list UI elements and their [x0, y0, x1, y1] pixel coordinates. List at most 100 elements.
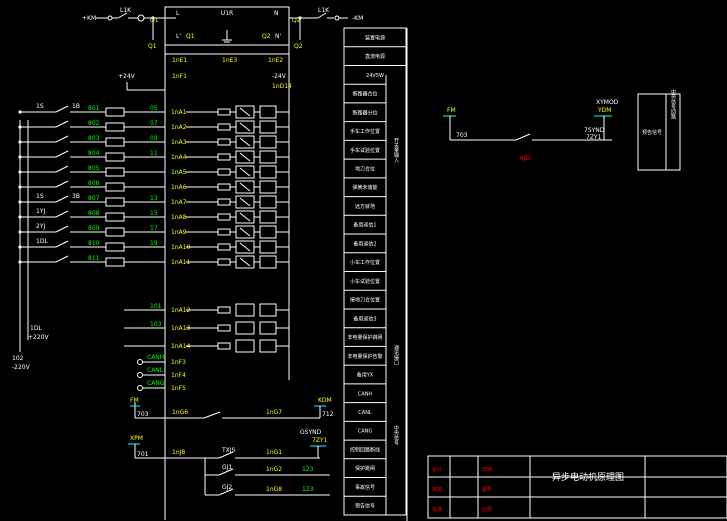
input-row-2-opto-diag — [239, 137, 251, 147]
input-row-3-terminal — [105, 152, 125, 162]
input-row-6-resistor — [217, 198, 231, 206]
signal-table-row-12-text: 小车工作位置 — [350, 259, 380, 266]
input-row-5-terminal — [105, 182, 125, 192]
input-row-9-wire-no: 810 — [88, 240, 100, 247]
out0-wire-label: 703 — [137, 411, 149, 418]
out0-right-net: KDM — [318, 397, 332, 404]
left-tag: Q1 — [150, 17, 159, 24]
input-row-2-wire-no: 803 — [88, 135, 100, 142]
input-row-3-opto-diag — [239, 152, 251, 162]
signal-table-row-15-text: 备用遥信3 — [353, 315, 376, 322]
extra-row-2-resistor — [217, 342, 231, 350]
table-group-comm: 通讯接口 — [393, 344, 399, 366]
q2-label: Q2 — [294, 43, 303, 50]
signal-table-row-3-text: 断路器合位 — [352, 91, 377, 98]
out1-net: XPM — [130, 435, 143, 442]
left-bottom-tag: 102 — [12, 355, 24, 362]
junction-dot — [151, 16, 155, 20]
terminal-1nd14: 1nD14 — [272, 83, 292, 90]
input-row-7-label: 1nA8 — [171, 214, 187, 221]
input-row-2-label: 1nA3 — [171, 139, 187, 146]
comm-2-label: 1nF5 — [171, 385, 186, 392]
table-group-input: 开关量输入 — [393, 138, 399, 163]
signal-table-row-16-text: 非电量保护跳闸 — [347, 334, 382, 341]
plus24-label: +24V — [118, 73, 136, 80]
input-row-2-opto-out — [259, 135, 277, 149]
input-row-6-wire-no: 807 — [88, 195, 100, 202]
bottom-row-1-wire-no: 123 — [302, 486, 314, 493]
title-block — [427, 455, 727, 519]
signal-table-row-19-text: CANH — [358, 391, 373, 397]
title-cell-2: 批准 — [432, 506, 442, 513]
rc-right-label: 7SYND — [584, 127, 605, 134]
input-row-3-opto-out — [259, 150, 277, 164]
left-bus-label: 1DL — [30, 325, 42, 332]
signal-table-row-22-text: 控制回路断线 — [350, 446, 380, 453]
input-row-10-terminal — [105, 257, 125, 267]
right-power-terminal — [334, 15, 340, 21]
input-row-0-label: 1nA1 — [171, 109, 187, 116]
comm-0-label: 1nF3 — [171, 359, 186, 366]
input-row-7-wire-no: 808 — [88, 210, 100, 217]
comm-1-terminal — [137, 372, 143, 378]
extra-row-1-resistor — [217, 324, 231, 332]
input-row-2-resistor — [217, 138, 231, 146]
input-row-0-opto-out — [259, 105, 277, 119]
comm-0-terminal — [137, 359, 143, 365]
pin-q2-inner: Q2 — [262, 33, 271, 40]
out0-term: 1nG6 — [172, 409, 188, 416]
signal-table-row-6-text: 手车试验位置 — [350, 147, 380, 154]
input-row-0-wire-no: 801 — [88, 105, 100, 112]
input-row-4-opto-out — [259, 165, 277, 179]
bottom-row-0-term: 1nG2 — [266, 466, 282, 473]
input-row-6-opto-out — [259, 195, 277, 209]
signal-table-row-23-text: 保护跳闸 — [355, 465, 375, 472]
title-cell-0: 设计 — [432, 466, 442, 473]
input-row-6-contact-blade — [55, 195, 69, 203]
extra-row-0-opto-out — [259, 303, 277, 317]
bottom-row-1-contact-blade — [218, 488, 234, 496]
rc-signal-box — [637, 93, 681, 171]
pin-l2-label: L' — [176, 33, 181, 40]
input-row-10-opto-diag — [239, 257, 251, 267]
input-row-5-dot — [18, 185, 22, 189]
input-row-1-opto-diag — [239, 122, 251, 132]
input-row-1-dot — [18, 125, 22, 129]
input-row-5-opto-diag — [239, 182, 251, 192]
extra-row-1-number: 103 — [150, 321, 162, 328]
input-row-5-opto-out — [259, 180, 277, 194]
out0-net: FM — [130, 397, 139, 404]
input-row-3-resistor — [217, 153, 231, 161]
rc-contact-blade — [515, 133, 531, 141]
input-row-9-switch-label: 1DL — [36, 238, 48, 245]
input-row-4-opto-diag — [239, 167, 251, 177]
signal-table-row-21-text: CANG — [358, 429, 373, 435]
input-row-8-contact-blade — [55, 225, 69, 233]
input-row-8-dot — [18, 230, 22, 234]
input-row-1-opto-out — [259, 120, 277, 134]
input-row-9-label: 1nA10 — [171, 244, 191, 251]
q1-label: Q1 — [148, 43, 157, 50]
bottom-row-1-switch-label: GJ2 — [222, 484, 232, 491]
input-row-3-dot — [18, 155, 22, 159]
input-row-10-dot — [18, 260, 22, 264]
pin-n2-label: N' — [275, 33, 281, 40]
left-fuse-circle — [137, 14, 145, 22]
signal-table-row-18-text: 备用YX — [357, 372, 374, 379]
input-row-4-dot — [18, 170, 22, 174]
right-tag: Q2 — [292, 17, 301, 24]
signal-table-row-1-text: 直流电源 — [365, 53, 385, 60]
left-bus-bottom: +220V — [28, 334, 49, 341]
input-row-4-contact-blade — [55, 165, 69, 173]
title-cell-3: 日期 — [482, 467, 492, 473]
power-module-id: U1R — [221, 10, 233, 17]
input-row-0-dot — [18, 110, 22, 114]
input-row-0-number: 05 — [150, 105, 158, 112]
input-row-5-resistor — [217, 183, 231, 191]
input-row-8-resistor — [217, 228, 231, 236]
input-row-6-switch-label-2: 3B — [72, 193, 80, 200]
input-row-0-resistor — [217, 108, 231, 116]
right-power-label: -KM — [352, 15, 363, 22]
input-row-9-contact-blade — [55, 240, 69, 248]
signal-table-row-9-text: 远方就地 — [355, 203, 375, 210]
